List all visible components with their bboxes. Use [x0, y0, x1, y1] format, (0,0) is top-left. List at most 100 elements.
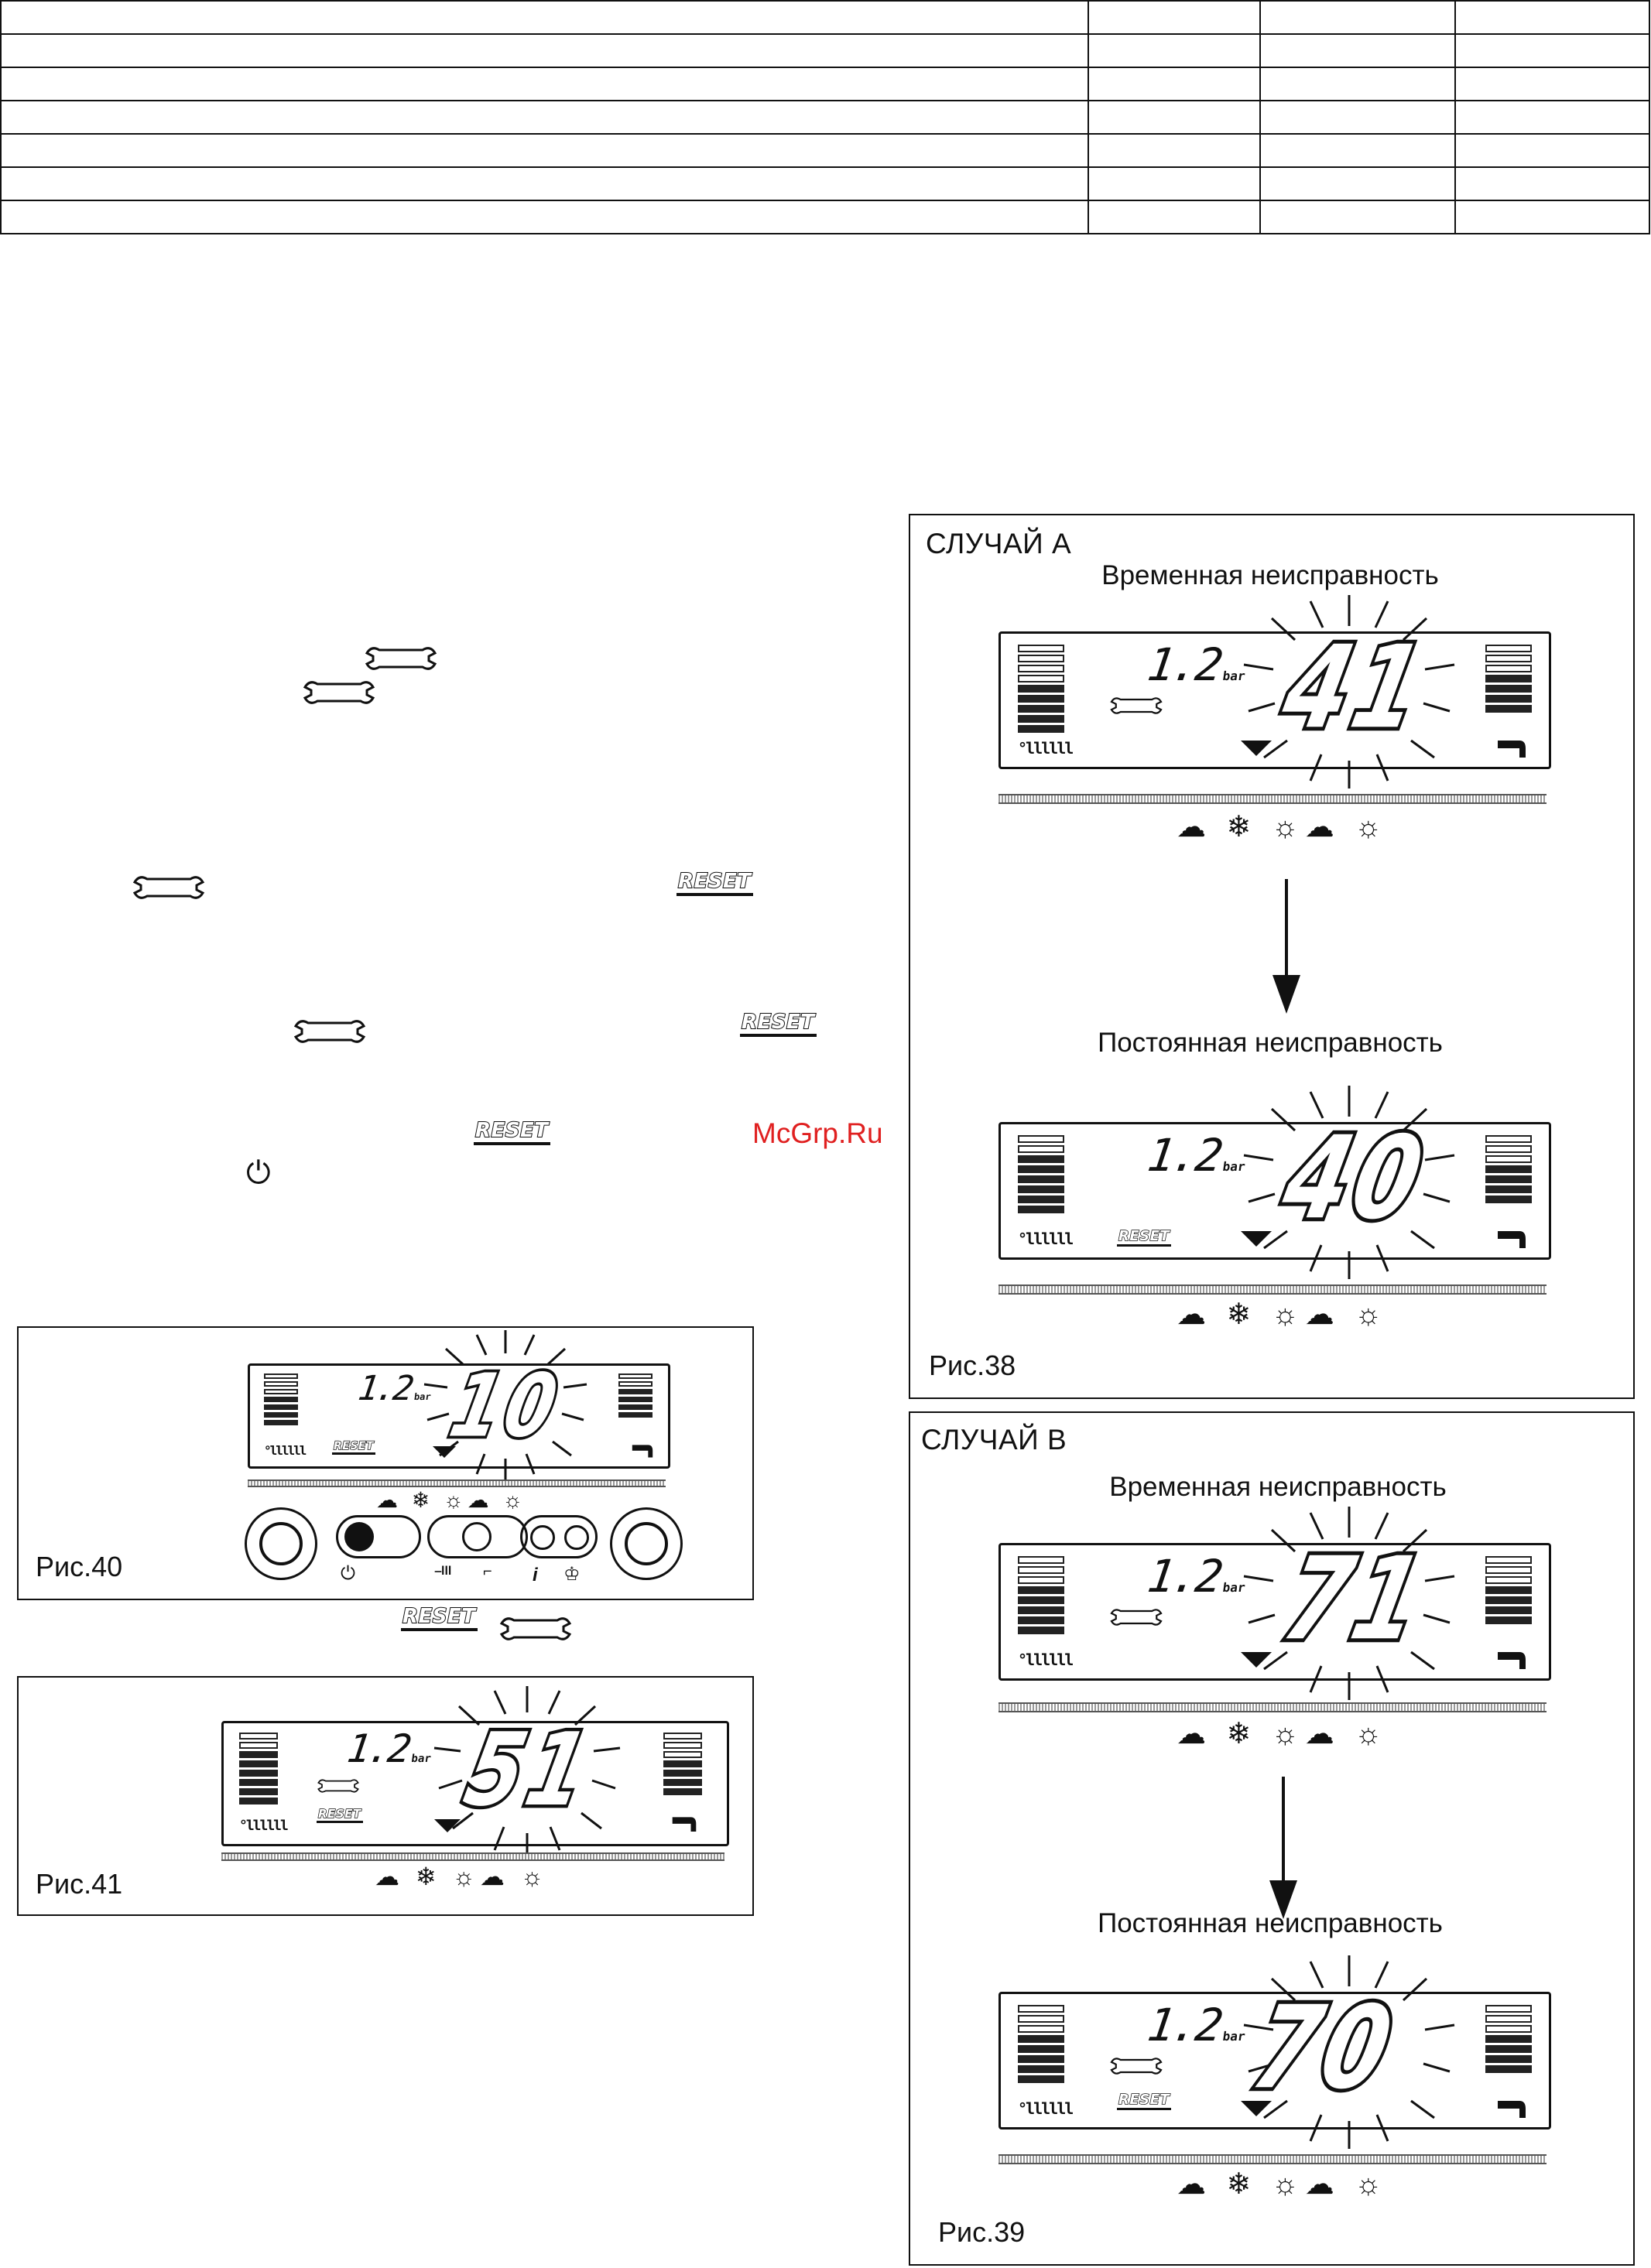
wrench-icon [293, 1020, 366, 1043]
case-b-panel: СЛУЧАЙ В Временная неисправность °llllll… [909, 1411, 1635, 2266]
display-separator [248, 1480, 666, 1487]
heating-level-bar [1018, 2005, 1064, 2085]
top-table [0, 0, 1650, 234]
fig41-panel: °llllll 1.2bar RESET 51 ☁ ❄ ☼☁ ☼ Рис.41 [17, 1676, 754, 1916]
down-triangle-icon [1241, 2101, 1272, 2116]
tap-icon [1498, 1231, 1526, 1248]
wrench-icon [365, 647, 437, 670]
dhw-level-bar [1485, 2005, 1532, 2075]
arrow-head-icon [1273, 975, 1300, 1014]
figure-label: Рис.38 [929, 1350, 1016, 1381]
fig40-panel: °llllll 1.2bar RESET 10 ☁ ❄ ☼☁ ☼ ⏻ ⎯lll … [17, 1326, 754, 1600]
blink-rays [1243, 1507, 1455, 1700]
lcd-display: °llllll 1.2bar RESET 10 [248, 1330, 670, 1480]
figure-label: Рис.41 [36, 1868, 123, 1900]
power-icon: ⏻ [246, 1156, 271, 1190]
table-row [0, 200, 1650, 234]
table-row [0, 133, 1650, 168]
figure-label: Рис.40 [36, 1551, 123, 1582]
dhw-knob[interactable] [610, 1507, 683, 1580]
tap-icon [632, 1445, 653, 1458]
case-a-permanent-label: Постоянная неисправность [1098, 1028, 1443, 1058]
lcd-display: °llllll 1.2bar RESET 70 [998, 1955, 1551, 2149]
case-a-title: СЛУЧАЙ А [926, 528, 1072, 559]
heating-level-bar [1018, 645, 1064, 735]
mode-button[interactable] [427, 1515, 528, 1558]
wrench-icon [1110, 1609, 1163, 1626]
wrench-icon [303, 681, 375, 704]
mode-icons: ☁ ❄ ☼☁ ☼ [1177, 2168, 1389, 2201]
reset-icon: RESET [317, 1806, 363, 1823]
power-icon: ⏻ [341, 1563, 355, 1584]
arrow-icon [1282, 1777, 1285, 1885]
radiator-icon: °llllll [1018, 1230, 1074, 1248]
dhw-heating-mode-icon: ⎯lll [435, 1565, 452, 1578]
tap-icon [672, 1817, 697, 1832]
mode-icons: ☁ ❄ ☼☁ ☼ [376, 1488, 527, 1512]
wrench-icon [1110, 697, 1163, 714]
table-row [0, 100, 1650, 135]
wrench-icon [499, 1617, 572, 1640]
down-triangle-icon [434, 1819, 461, 1832]
mode-icons: ☁ ❄ ☼☁ ☼ [1177, 811, 1389, 843]
fault-code: 70 [1238, 1977, 1410, 2117]
radiator-icon: °llllll [239, 1818, 289, 1834]
mode-icons: ☁ ❄ ☼☁ ☼ [1177, 1718, 1389, 1750]
fault-code: 51 [453, 1708, 605, 1832]
radiator-icon: °llllll [1018, 2099, 1074, 2118]
down-triangle-icon [433, 1446, 456, 1458]
power-button[interactable] [336, 1515, 421, 1558]
arrow-icon [1285, 879, 1288, 980]
display-separator [221, 1852, 724, 1861]
table-row [0, 67, 1650, 101]
wrench-icon [1110, 2058, 1163, 2075]
wrench-icon [132, 876, 205, 899]
display-separator [998, 1285, 1547, 1295]
dhw-level-bar [1485, 645, 1532, 715]
dhw-icon: ⌐ [483, 1563, 492, 1580]
case-a-panel: СЛУЧАЙ А Временная неисправность °llllll… [909, 514, 1635, 1399]
fault-code: 41 [1269, 617, 1441, 757]
lcd-display: °llllll 1.2bar RESET 40 [998, 1086, 1551, 1279]
case-b-title: СЛУЧАЙ В [921, 1424, 1067, 1456]
info-reset-buttons[interactable] [520, 1515, 598, 1558]
figure-label: Рис.39 [938, 2216, 1026, 2248]
lcd-display: °llllll 1.2bar RESET 51 [221, 1686, 729, 1858]
fault-code: 71 [1269, 1528, 1441, 1668]
heating-knob[interactable] [245, 1507, 317, 1580]
radiator-icon: °llllll [1018, 739, 1074, 758]
blink-rays [1243, 1955, 1455, 2149]
arrow-head-icon [1269, 1880, 1297, 1919]
tap-icon [1498, 741, 1526, 758]
reset-icon: RESET [474, 1118, 550, 1145]
case-a-temporary-label: Временная неисправность [1101, 560, 1439, 590]
table-row [0, 0, 1650, 35]
wrench-icon [317, 1779, 359, 1793]
tap-icon [1498, 2101, 1526, 2118]
lcd-display: °llllll 1.2bar 71 [998, 1507, 1551, 1700]
tap-icon [1498, 1652, 1526, 1669]
down-triangle-icon [1241, 741, 1272, 756]
dhw-level-bar [1485, 1135, 1532, 1206]
radiator-icon: °llllll [264, 1443, 307, 1458]
down-triangle-icon [1241, 1652, 1272, 1668]
dhw-level-bar [663, 1733, 702, 1798]
info-icon: i [533, 1565, 538, 1586]
case-b-temporary-label: Временная неисправность [1109, 1472, 1447, 1502]
mode-icons: ☁ ❄ ☼☁ ☼ [375, 1863, 549, 1890]
heating-level-bar [239, 1733, 278, 1807]
fault-code: 40 [1269, 1107, 1441, 1247]
reset-icon: RESET [740, 1010, 817, 1037]
blink-rays [1243, 595, 1455, 788]
dhw-level-bar [618, 1373, 653, 1420]
reset-icon: RESET [676, 869, 753, 896]
mode-icons: ☁ ❄ ☼☁ ☼ [1177, 1298, 1389, 1331]
chimney-icon: ♔ [563, 1564, 581, 1585]
watermark: McGrp.Ru [752, 1117, 883, 1149]
reset-icon: RESET [1117, 1227, 1172, 1247]
dhw-level-bar [1485, 1556, 1532, 1627]
heating-level-bar [1018, 1135, 1064, 1216]
display-separator [998, 794, 1547, 804]
display-separator [998, 2154, 1547, 2164]
fault-code: 10 [440, 1353, 573, 1459]
